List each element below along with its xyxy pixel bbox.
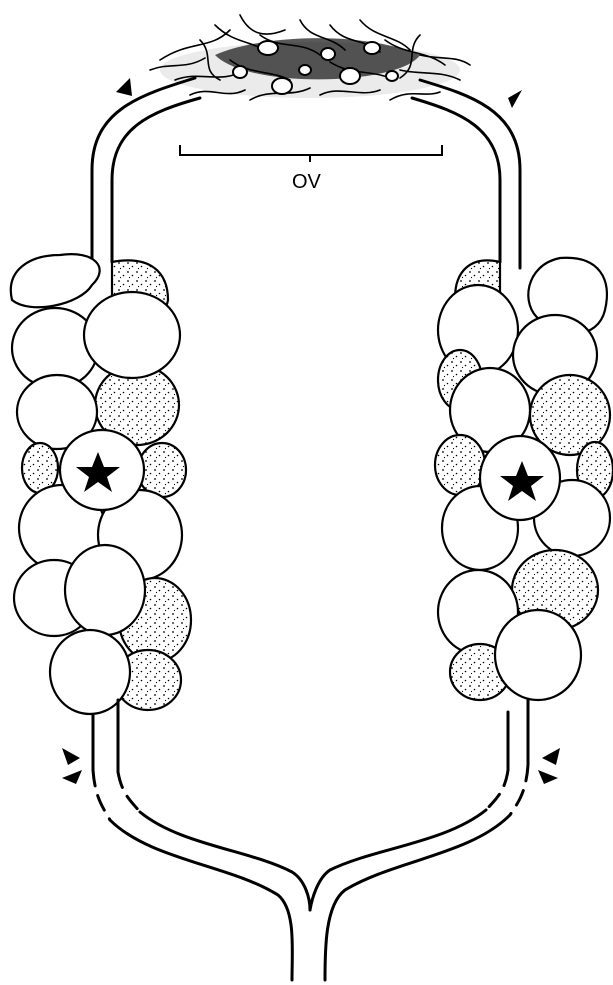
upper-duct-right: [412, 80, 520, 268]
arrowhead-lower-right-2: [538, 770, 558, 784]
arrowhead-lower-left-2: [62, 770, 82, 784]
ovary: [150, 15, 470, 100]
lower-duct-right: [310, 700, 528, 980]
ov-bracket: [180, 145, 442, 162]
lower-duct-left: [93, 700, 310, 980]
arrowhead-upper-right: [508, 90, 522, 108]
left-cell-cluster: [11, 254, 191, 714]
upper-duct-left: [92, 78, 200, 270]
right-cell-cluster: [435, 258, 613, 700]
arrowhead-upper-left: [116, 78, 132, 96]
arrowhead-lower-right-1: [542, 748, 560, 765]
arrowhead-lower-left-1: [62, 748, 80, 765]
ov-label: OV: [292, 171, 322, 193]
